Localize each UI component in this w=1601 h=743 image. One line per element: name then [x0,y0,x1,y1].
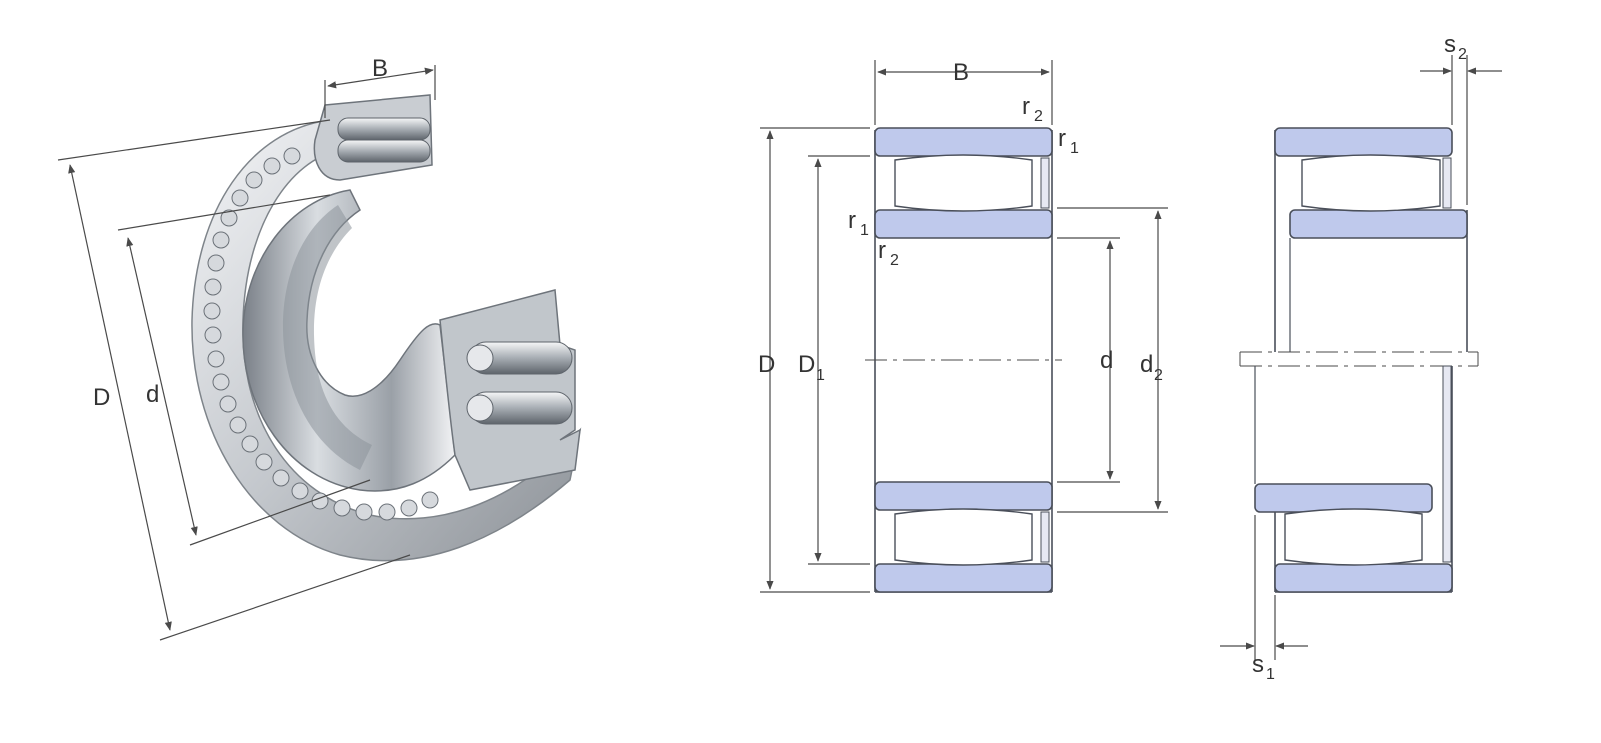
bore-shadow [282,205,372,470]
section-label-D: D [758,351,775,378]
svg-text:1: 1 [860,222,869,239]
svg-text:1: 1 [816,367,825,384]
bottom-section-3d [439,289,581,491]
roller-end-3d [466,344,494,372]
svg-text:1: 1 [1070,140,1079,157]
section-label-d2: d 2 [1140,351,1163,384]
inner-ring-upper-r [1289,209,1468,239]
svg-text:s: s [1252,651,1264,678]
section-label-d: d [1100,347,1113,374]
svg-text:2: 2 [1034,108,1043,125]
bearing-displacement-view: s 2 s 1 [1220,31,1502,683]
section-label-D1: D 1 [798,351,825,384]
roller-upper-r [1301,154,1441,212]
left-label-D: D [93,384,110,411]
roller-row-3d [203,147,439,521]
inner-ring-top [874,209,1053,239]
outer-ring-top [874,127,1053,157]
seal-upper-r [1442,157,1452,209]
section-label-r2-left: r 2 [878,237,899,269]
svg-text:2: 2 [890,252,899,269]
svg-text:s: s [1444,31,1456,58]
outer-ring-lower-r [1274,563,1453,593]
bearing-section-view: B D D 1 d d 2 r 2 r 1 r 1 r 2 [758,59,1168,593]
svg-text:2: 2 [1458,46,1467,63]
roller-bottom [894,508,1033,566]
svg-text:r: r [848,207,856,234]
inner-ring-lower-r [1254,483,1433,513]
seal-bottom [1040,511,1050,563]
left-label-B: B [372,55,388,82]
top-roller-3d [337,117,431,141]
svg-text:1: 1 [1266,666,1275,683]
svg-text:2: 2 [1154,367,1163,384]
roller-top [894,154,1033,212]
section-dimension-lines [760,60,1168,593]
displacement-dimension-lines [1220,55,1502,660]
svg-text:r: r [878,237,886,264]
section-label-r1-left: r 1 [848,207,869,239]
top-roller-3d-2 [337,139,431,163]
bearing-3d-view: B D d [57,55,582,641]
section-label-r2-top: r 2 [1022,93,1043,125]
svg-text:r: r [1058,125,1066,152]
svg-text:r: r [1022,93,1030,120]
label-s2: s 2 [1444,31,1467,63]
roller-lower-r [1284,508,1423,566]
roller-end-3d-2 [466,394,494,422]
svg-text:d: d [1140,351,1153,378]
svg-text:D: D [798,351,815,378]
seal-top [1040,157,1050,209]
label-s1: s 1 [1252,651,1275,683]
seal-lower-r [1442,365,1452,563]
centre-line-right [1239,351,1479,367]
outer-ring-bottom [874,563,1053,593]
section-label-r1-top: r 1 [1058,125,1079,157]
left-dimension-lines [57,65,436,641]
section-label-B: B [953,59,969,86]
inner-ring-bottom [874,481,1053,511]
left-label-d: d [146,381,159,408]
outer-ring-upper-r [1274,127,1453,157]
